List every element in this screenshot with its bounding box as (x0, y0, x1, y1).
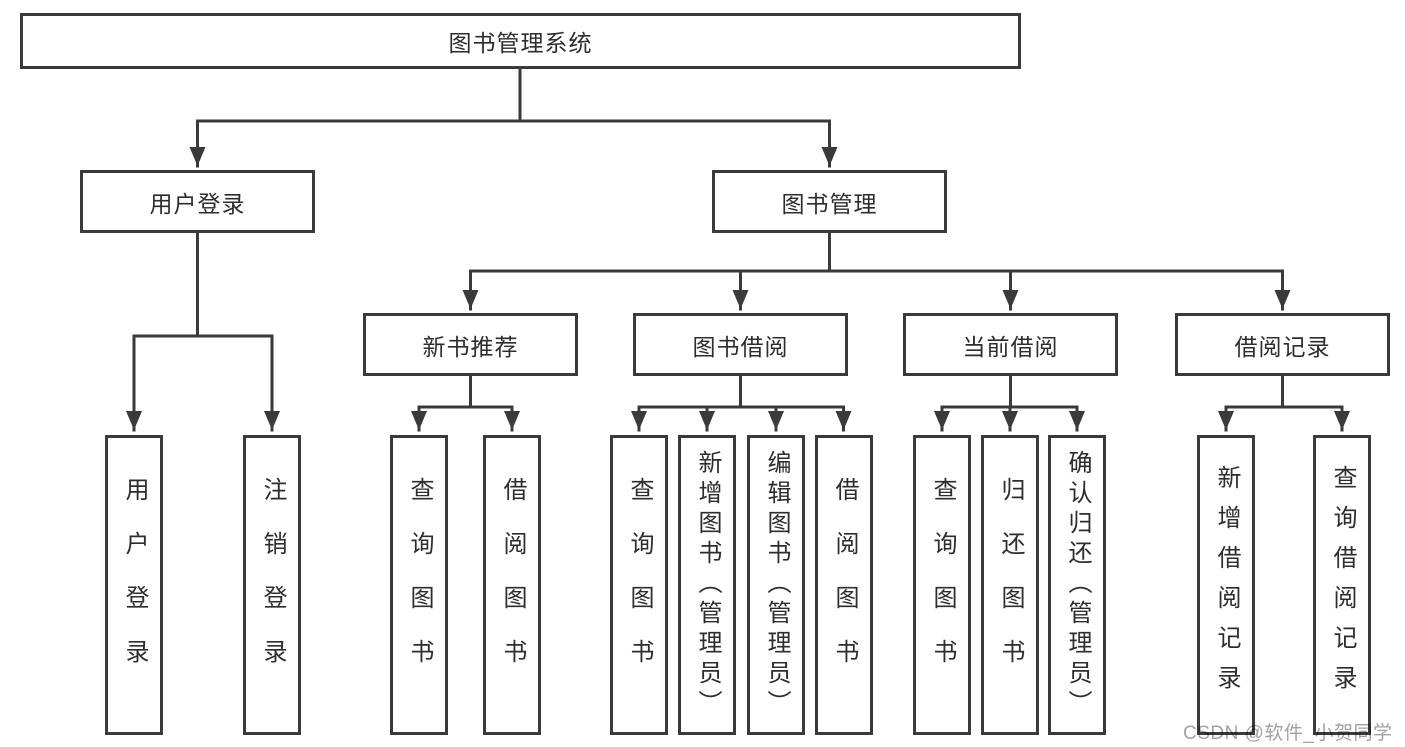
connector-root-to-level2 (189, 67, 838, 168)
node-book-borrow: 图书借阅 (633, 313, 848, 376)
node-root-system: 图书管理系统 (20, 13, 1021, 69)
node-user-login: 用户登录 (80, 170, 315, 233)
node-label: 归还图书 (997, 477, 1024, 693)
leaf-query-borrow-record: 查询借阅记录 (1313, 435, 1371, 735)
leaf-query-books-borrow: 查询图书 (610, 435, 668, 735)
node-label: 借阅图书 (831, 477, 858, 693)
node-label: 查询图书 (626, 477, 653, 693)
node-current-borrow: 当前借阅 (903, 313, 1118, 376)
leaf-add-books-admin: 新增图书（管理员） (678, 435, 736, 735)
node-label: 确认归还（管理员） (1064, 450, 1091, 720)
node-label: 图书管理系统 (448, 30, 593, 56)
leaf-query-books-recommend: 查询图书 (390, 435, 448, 735)
node-label: 编辑图书（管理员） (763, 450, 790, 720)
leaf-add-borrow-record: 新增借阅记录 (1197, 435, 1255, 735)
node-label: 注销登录 (259, 477, 286, 693)
leaf-borrow-books-recommend: 借阅图书 (483, 435, 541, 735)
connector-borrow-records-branch (1218, 374, 1350, 432)
node-label: 新增图书（管理员） (694, 450, 721, 720)
node-label: 当前借阅 (962, 333, 1059, 360)
csdn-watermark: CSDN @软件_小贺同学 (1183, 723, 1393, 744)
leaf-query-books-current: 查询图书 (913, 435, 971, 735)
leaf-user-login: 用户登录 (105, 435, 163, 735)
connector-current-borrow-branch (934, 374, 1085, 432)
node-label: 图书管理 (781, 190, 878, 217)
node-label: 借阅记录 (1234, 333, 1331, 360)
node-borrow-records: 借阅记录 (1175, 313, 1390, 376)
leaf-borrow-books-borrow: 借阅图书 (815, 435, 873, 735)
connector-new-book-recommend-branch (411, 374, 520, 432)
node-label: 用户登录 (121, 477, 148, 693)
node-label: 查询图书 (929, 477, 956, 693)
node-label: 图书借阅 (692, 333, 789, 360)
node-label: 用户登录 (149, 190, 246, 217)
node-label: 新书推荐 (422, 333, 519, 360)
connector-user-login-branch (126, 231, 280, 432)
node-label: 查询图书 (406, 477, 433, 693)
node-label: 查询借阅记录 (1329, 465, 1356, 705)
leaf-edit-books-admin: 编辑图书（管理员） (747, 435, 805, 735)
leaf-logout-login: 注销登录 (243, 435, 301, 735)
leaf-confirm-return-admin: 确认归还（管理员） (1048, 435, 1106, 735)
node-label: 新增借阅记录 (1213, 465, 1240, 705)
node-label: 借阅图书 (499, 477, 526, 693)
connector-book-management-branch (462, 231, 1291, 311)
node-new-book-recommend: 新书推荐 (363, 313, 578, 376)
leaf-return-books: 归还图书 (981, 435, 1039, 735)
connector-book-borrow-branch (631, 374, 852, 432)
node-book-management: 图书管理 (712, 170, 947, 233)
